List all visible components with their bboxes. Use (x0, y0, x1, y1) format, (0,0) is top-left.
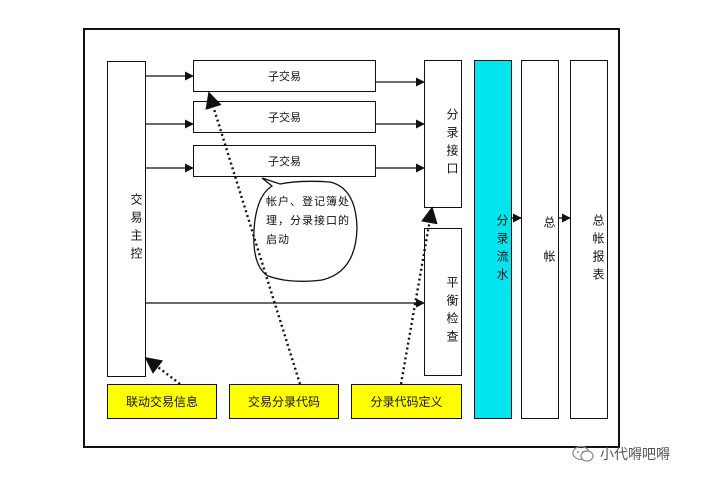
watermark: 小代嘚吧嘚 (572, 444, 670, 464)
sub-transaction-box-2: 子交易 (193, 101, 376, 133)
callout-bubble (253, 177, 358, 282)
linked-info-box: 联动交易信息 (107, 384, 217, 419)
callout-text: 帐户、登记簿处理，分录接口的启动 (266, 195, 350, 246)
wechat-icon (572, 445, 594, 462)
general-ledger-box: 总帐 (521, 60, 559, 419)
dotted-arrow-linked-info-to-main (144, 356, 181, 385)
sub-transaction-box-3: 子交易 (193, 145, 376, 177)
dotted-arrow-entry-code-to-sub (205, 91, 302, 385)
code-definition-box: 分录代码定义 (351, 384, 462, 419)
watermark-text: 小代嘚吧嘚 (600, 447, 670, 463)
main-control-box: 交易主控 (107, 61, 146, 377)
balance-check-box: 平衡检查 (424, 228, 462, 376)
dotted-arrow-code-def-to-interface (399, 206, 438, 385)
entry-flow-box: 分录流水 (474, 60, 512, 419)
entry-interface-box: 分录接口 (424, 60, 462, 208)
sub-transaction-box-1: 子交易 (193, 60, 376, 92)
ledger-report-box: 总帐报表 (570, 60, 608, 419)
entry-code-box: 交易分录代码 (229, 384, 339, 419)
